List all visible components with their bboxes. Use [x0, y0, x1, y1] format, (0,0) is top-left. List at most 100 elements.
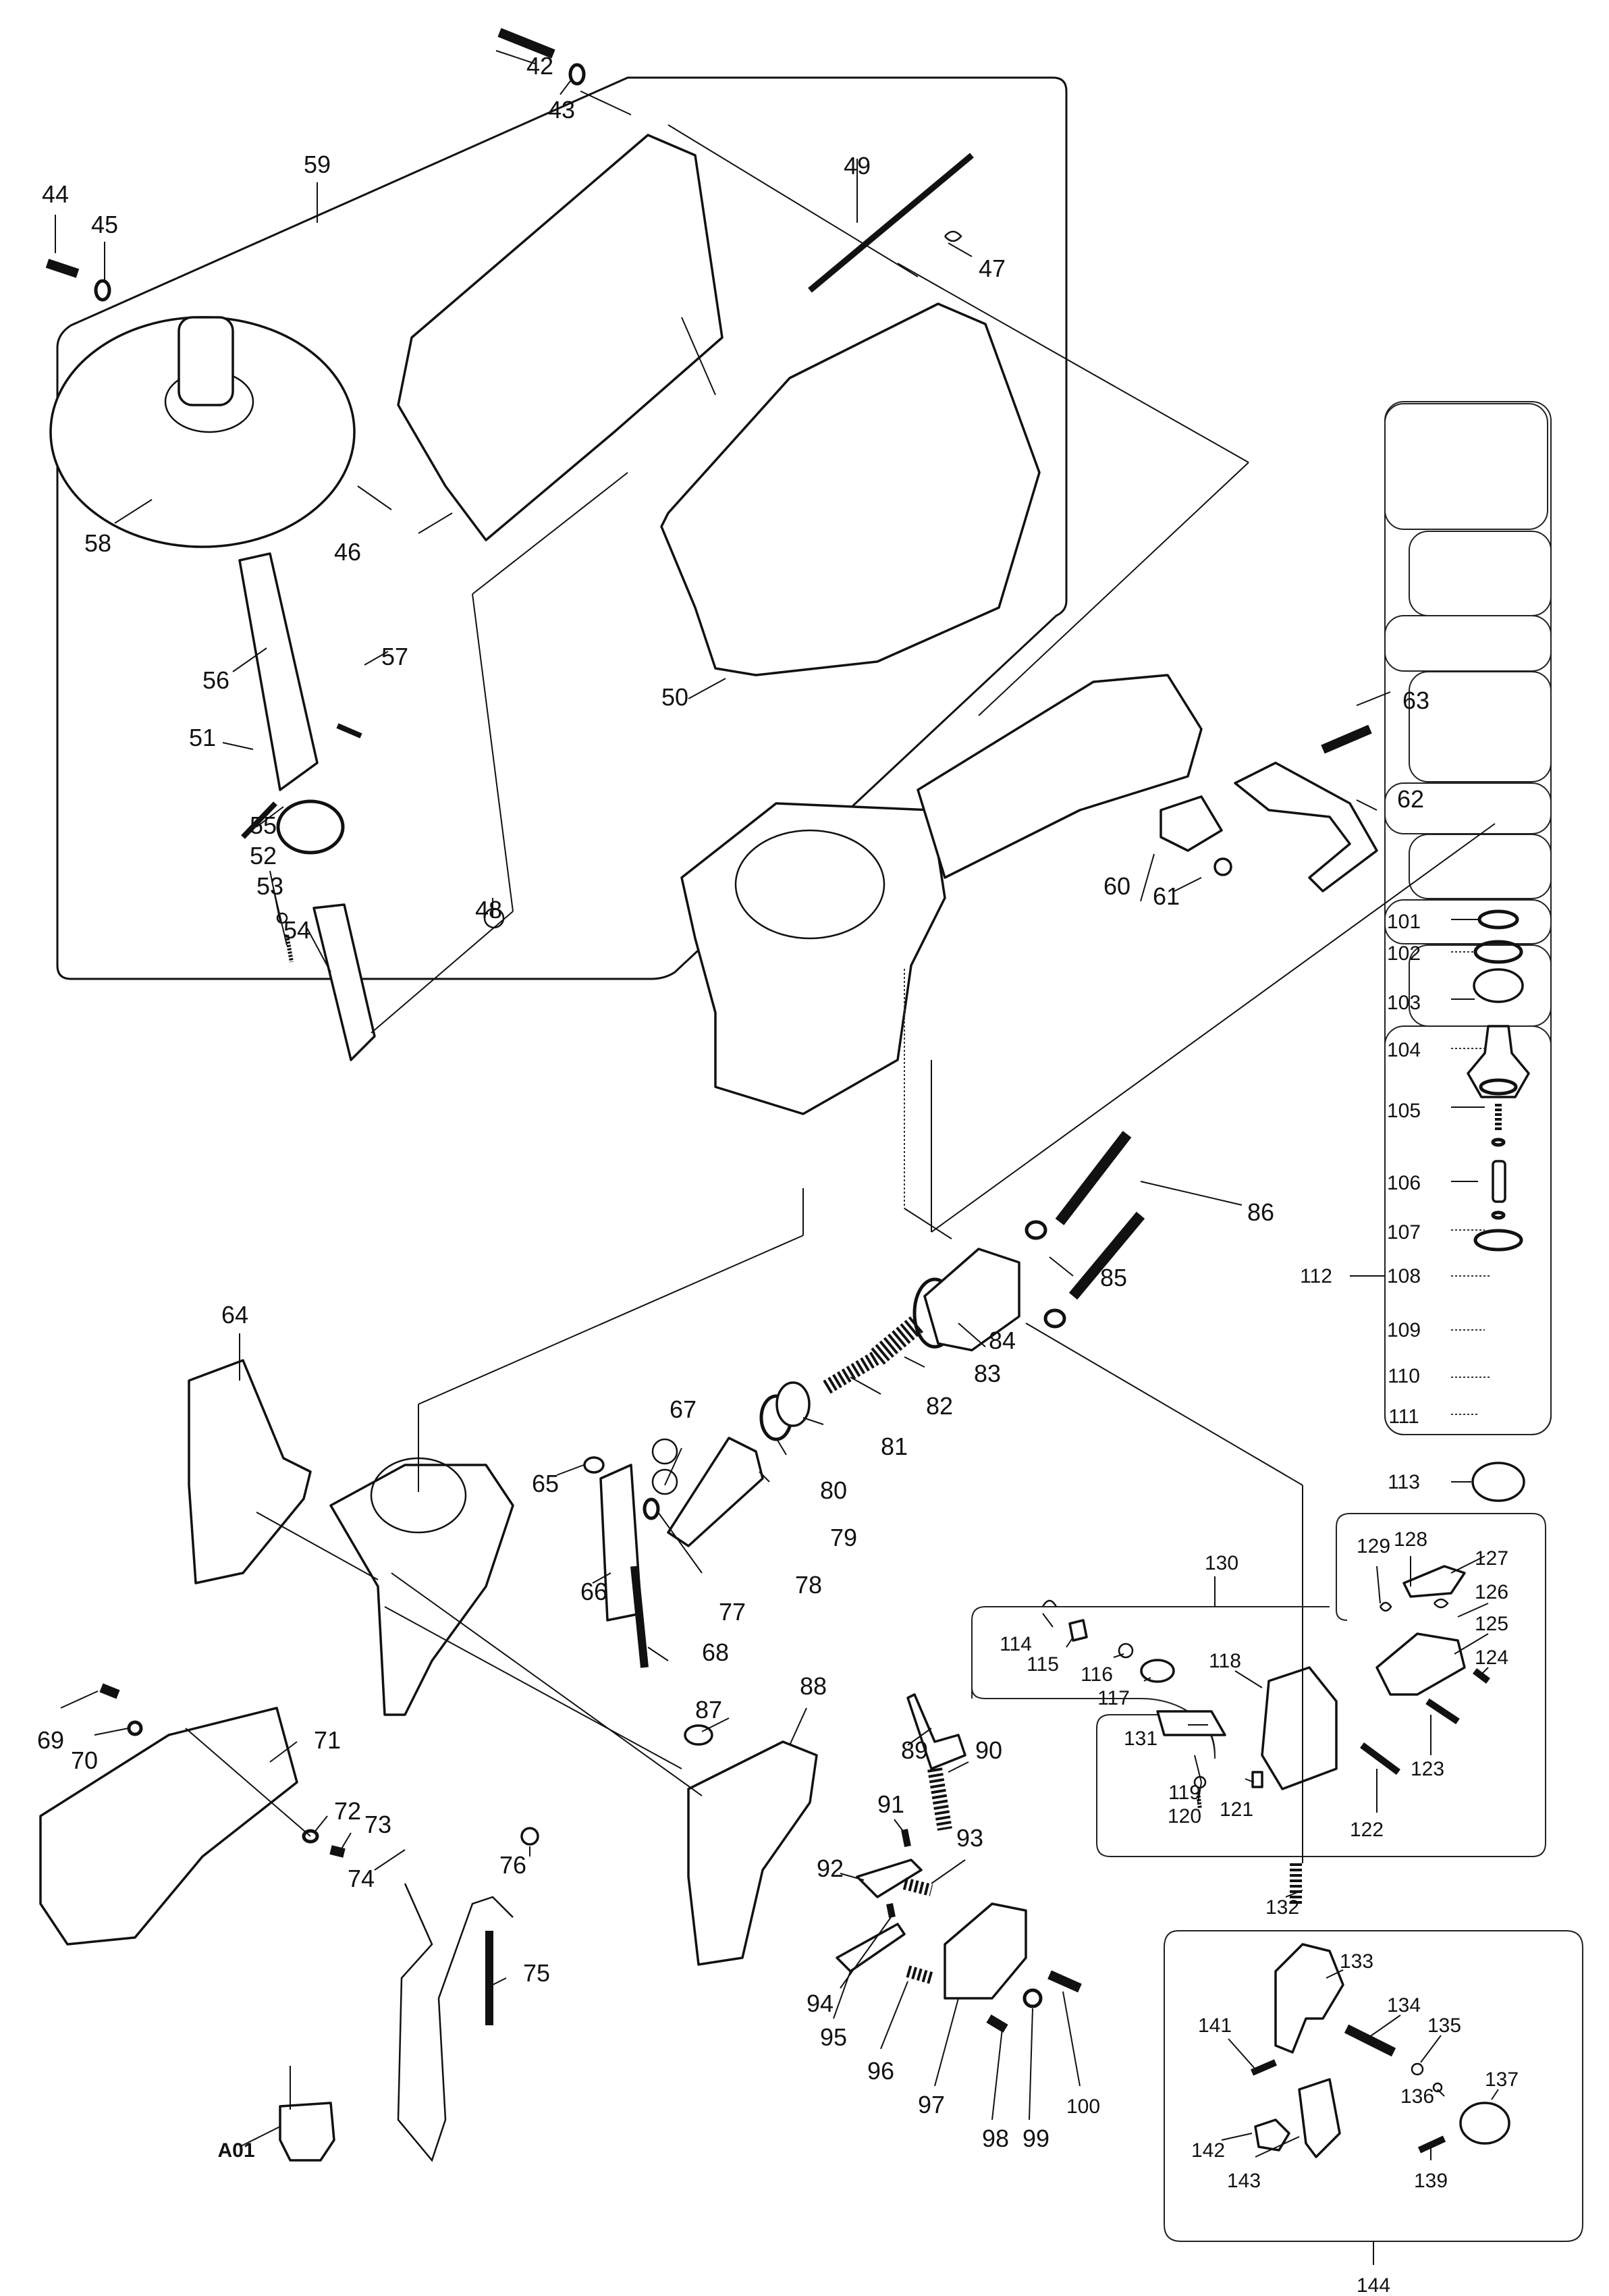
part-55-ring — [276, 799, 345, 855]
part-label-137: 137 — [1485, 2068, 1519, 2091]
part-label-84: 84 — [989, 1327, 1016, 1354]
part-label-99: 99 — [1022, 2125, 1049, 2152]
part-label-130: 130 — [1205, 1552, 1238, 1574]
part-46-cover — [397, 134, 724, 541]
part-71-guard — [39, 1707, 298, 1946]
part-84-cap — [923, 1248, 1020, 1352]
part-99-washer — [1022, 1988, 1043, 2008]
part-50-cover — [660, 302, 1041, 676]
part-label-109: 109 — [1387, 1319, 1421, 1341]
part-72-washer — [302, 1829, 319, 1844]
part-74-arm — [397, 1883, 514, 2162]
part-label-67: 67 — [670, 1395, 697, 1423]
part-123-pin — [1425, 1698, 1460, 1725]
part-label-49: 49 — [844, 152, 871, 180]
part-label-83: 83 — [974, 1360, 1001, 1387]
part-label-60: 60 — [1103, 872, 1130, 900]
part-label-89: 89 — [901, 1736, 928, 1764]
part-label-72: 72 — [334, 1797, 361, 1825]
group-box-130 — [1096, 1513, 1546, 1857]
part-label-68: 68 — [702, 1638, 729, 1666]
part-a01-cap — [279, 2102, 335, 2162]
part-113-cap — [1471, 1462, 1525, 1502]
part-label-66: 66 — [580, 1578, 607, 1605]
part-label-87: 87 — [695, 1696, 722, 1724]
part-label-128: 128 — [1394, 1528, 1427, 1551]
part-56-sleeve — [238, 552, 319, 791]
part-label-141: 141 — [1198, 2014, 1232, 2037]
part-60-block — [1160, 795, 1223, 852]
part-label-70: 70 — [71, 1746, 98, 1774]
part-label-133: 133 — [1340, 1950, 1373, 1973]
part-label-115: 115 — [1027, 1653, 1059, 1676]
part-62-lever — [1234, 762, 1378, 892]
part-90-spring — [927, 1767, 952, 1831]
part-label-101: 101 — [1387, 911, 1421, 933]
part-45-washer — [94, 279, 111, 302]
part-label-94: 94 — [807, 1990, 834, 2017]
part-117-valve — [1140, 1659, 1175, 1683]
part-129-spring — [1379, 1601, 1392, 1612]
part-54-shaft — [312, 903, 376, 1061]
part-label-142: 142 — [1191, 2139, 1225, 2162]
part-body-cylinder — [734, 829, 885, 940]
part-49-rod — [808, 153, 974, 293]
part-label-108: 108 — [1387, 1265, 1421, 1287]
part-139-pin — [1417, 2135, 1446, 2154]
part-label-47: 47 — [979, 255, 1006, 282]
part-80-seal — [775, 1381, 811, 1427]
part-label-98: 98 — [982, 2125, 1009, 2152]
part-142-block — [1254, 2118, 1290, 2152]
part-68-pin — [630, 1566, 649, 1668]
part-label-102: 102 — [1387, 942, 1421, 965]
part-body-handle — [917, 674, 1203, 879]
part-110-oring — [1491, 1210, 1506, 1220]
part-label-112: 112 — [1300, 1265, 1332, 1287]
part-109-stem — [1492, 1160, 1506, 1203]
part-82-spring — [871, 1315, 925, 1365]
part-label-105: 105 — [1387, 1100, 1421, 1122]
part-label-95: 95 — [820, 2023, 847, 2051]
part-134-shaft — [1344, 2024, 1396, 2057]
part-86-screw — [1068, 1211, 1145, 1300]
part-120-spring — [1196, 1792, 1202, 1810]
part-108-oring — [1491, 1138, 1506, 1147]
part-122-pin — [1360, 1742, 1400, 1776]
part-63-screw — [1321, 724, 1372, 754]
part-98-screw — [986, 2014, 1008, 2033]
part-label-73: 73 — [364, 1811, 391, 1838]
part-label-79: 79 — [830, 1524, 857, 1551]
part-118-body — [1261, 1666, 1338, 1790]
part-105-valve — [1467, 1025, 1530, 1098]
part-label-111: 111 — [1388, 1406, 1419, 1428]
part-124-pin — [1473, 1668, 1490, 1684]
part-label-a01: A01 — [217, 2139, 254, 2162]
part-label-54: 54 — [283, 916, 310, 944]
part-125-lever — [1375, 1632, 1466, 1696]
part-141-pin — [1251, 2059, 1277, 2076]
part-88-trigger-body — [687, 1740, 818, 1966]
part-label-78: 78 — [795, 1571, 822, 1599]
part-67-spring — [651, 1438, 678, 1465]
part-76-washer — [520, 1827, 539, 1846]
part-97-block — [944, 1902, 1027, 2000]
part-label-76: 76 — [499, 1851, 526, 1879]
part-96-spring — [906, 1965, 933, 1984]
part-label-46: 46 — [334, 538, 361, 566]
part-label-139: 139 — [1414, 2170, 1448, 2192]
part-shapes — [39, 28, 1530, 2162]
part-42-screw — [497, 28, 555, 59]
part-label-82: 82 — [926, 1392, 953, 1420]
part-93-spring — [902, 1877, 933, 1896]
part-label-69: 69 — [37, 1726, 64, 1754]
part-label-57: 57 — [381, 643, 408, 670]
part-label-129: 129 — [1357, 1535, 1390, 1557]
part-label-77: 77 — [719, 1598, 746, 1626]
part-label-43: 43 — [548, 96, 575, 124]
part-label-103: 103 — [1387, 992, 1421, 1014]
part-label-144: 144 — [1357, 2274, 1390, 2296]
part-133-body — [1274, 1943, 1344, 2054]
part-64-guard — [188, 1359, 312, 1584]
part-label-90: 90 — [975, 1736, 1002, 1764]
